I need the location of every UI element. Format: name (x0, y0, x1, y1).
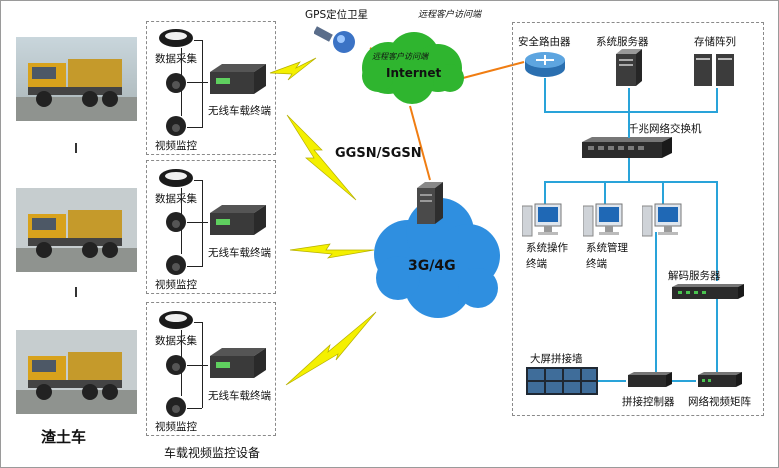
network-switch-icon (578, 136, 674, 164)
connector (187, 365, 202, 366)
connector (181, 48, 182, 116)
vehicle-terminal-icon (208, 62, 268, 100)
remote-access-caption: 远程客户访问端 (418, 10, 482, 20)
connector (202, 82, 208, 83)
lan-line (716, 88, 718, 112)
vehicle-device-group-label: 车载视频监控设备 (164, 446, 261, 460)
switch-label: 千兆网络交换机 (628, 123, 702, 135)
video-wall-label: 大屏拼接墙 (530, 353, 583, 365)
connector (187, 222, 202, 223)
data-capture-label: 数据采集 (155, 53, 197, 65)
device-group-1 (146, 21, 276, 155)
lan-line (604, 181, 606, 205)
lan-line (628, 111, 630, 138)
connector (187, 408, 202, 409)
workstation-icon (641, 202, 682, 242)
internet-label: Internet (386, 66, 442, 80)
connector (194, 40, 202, 41)
video-monitor-label: 视频监控 (155, 279, 197, 291)
mobile-network-label: 3G/4G (408, 258, 456, 274)
ellipsis-dash (75, 143, 77, 153)
lan-line (544, 181, 546, 205)
lan-line (544, 111, 718, 113)
gps-satellite-label: GPS定位卫星 (305, 9, 369, 21)
dump-truck-image-3 (16, 330, 137, 414)
workstation-icon (582, 202, 623, 242)
dome-camera-icon (165, 396, 187, 422)
dome-camera-icon (165, 115, 187, 141)
data-capture-icon (158, 27, 194, 53)
lan-line (716, 181, 718, 281)
vehicle-terminal-icon (208, 203, 268, 241)
op-terminal-label: 系统操作 终端 (526, 242, 568, 270)
monitoring-center-group (512, 22, 764, 416)
internet-cloud-icon (358, 30, 466, 110)
decoder-label: 解码服务器 (668, 270, 721, 282)
vehicle-terminal-label: 无线车载终端 (208, 247, 271, 259)
video-matrix-label: 网络视频矩阵 (688, 396, 751, 408)
lan-line (662, 181, 664, 205)
video-monitor-label: 视频监控 (155, 421, 197, 433)
workstation-icon (521, 202, 562, 242)
data-capture-label: 数据采集 (155, 193, 197, 205)
connector (187, 82, 202, 83)
mgmt-terminal-label: 系统管理 终端 (586, 242, 628, 270)
ellipsis-dash (75, 287, 77, 297)
lan-line (628, 88, 630, 112)
connector (181, 188, 182, 254)
connector (194, 322, 202, 323)
lightning-icon (285, 311, 377, 386)
system-server-label: 系统服务器 (596, 36, 649, 48)
video-wall-icon (526, 367, 598, 399)
decoder-server-icon (670, 283, 746, 305)
splice-controller-label: 拼接控制器 (622, 396, 675, 408)
lightning-icon (289, 243, 375, 259)
storage-array-icon (692, 48, 738, 92)
lan-line (544, 78, 546, 112)
satellite-icon (313, 22, 356, 60)
router-icon (524, 50, 566, 82)
connector (202, 180, 203, 267)
video-monitor-label: 视频监控 (155, 140, 197, 152)
connector (202, 365, 208, 366)
vehicle-terminal-label: 无线车载终端 (208, 105, 271, 117)
device-group-2 (146, 160, 276, 294)
lan-line (598, 380, 626, 382)
lan-line (716, 298, 718, 372)
splice-controller-icon (626, 371, 674, 393)
ggsn-sgsn-label: GGSN/SGSN (335, 146, 422, 161)
connector (194, 180, 202, 181)
data-capture-icon (158, 309, 194, 335)
internet-caption: 远程客户访问端 (372, 52, 428, 61)
truck-label: 渣土车 (41, 428, 87, 446)
storage-array-label: 存储阵列 (694, 36, 736, 48)
router-label: 安全路由器 (518, 36, 571, 48)
mobile-network-cloud-icon (368, 192, 504, 332)
dump-truck-image-2 (16, 188, 137, 272)
dome-camera-icon (165, 254, 187, 280)
device-group-3 (146, 302, 276, 436)
data-capture-icon (158, 167, 194, 193)
connector (187, 266, 202, 267)
connector (202, 40, 203, 128)
video-matrix-icon (696, 371, 744, 393)
connector (181, 330, 182, 396)
data-capture-label: 数据采集 (155, 335, 197, 347)
vehicle-terminal-label: 无线车载终端 (208, 390, 271, 402)
lan-line (544, 181, 718, 183)
connector (187, 127, 202, 128)
gateway-server-icon (415, 180, 445, 230)
lan-line (655, 232, 657, 372)
connector (202, 222, 208, 223)
lan-line (672, 380, 696, 382)
vehicle-terminal-icon (208, 346, 268, 384)
dump-truck-image-1 (16, 37, 137, 121)
server-icon (614, 48, 644, 92)
lightning-icon (269, 57, 317, 81)
lightning-icon (286, 114, 357, 201)
lan-line (628, 158, 630, 182)
